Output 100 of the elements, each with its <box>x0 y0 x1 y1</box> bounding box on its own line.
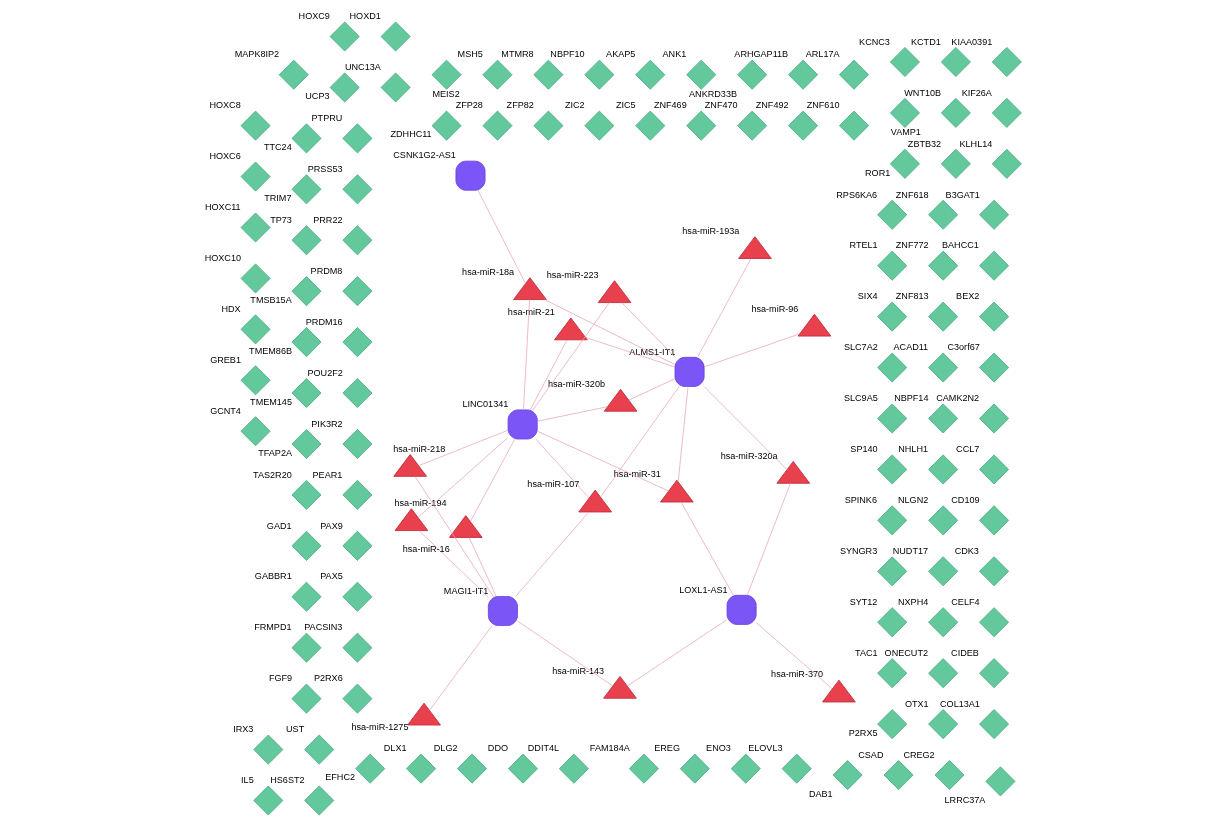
node-label: ZFP28 <box>455 100 483 111</box>
node-label: RPS6KA6 <box>836 189 878 200</box>
node-label: ZIC5 <box>615 100 636 111</box>
connector <box>600 386 680 498</box>
node-diamond <box>686 110 717 141</box>
connector <box>537 406 608 422</box>
node-label: ANK1 <box>662 49 687 60</box>
connector <box>523 299 530 411</box>
node-diamond <box>928 607 959 638</box>
node-label: NLGN2 <box>897 495 929 506</box>
node-diamond <box>431 59 462 90</box>
node-diamond <box>584 59 615 90</box>
node-diamond <box>979 556 1010 587</box>
connector <box>470 438 516 522</box>
node-label: DLG2 <box>433 743 458 754</box>
node-label: EREG <box>654 743 680 754</box>
node-diamond <box>329 72 360 103</box>
node-label: SP140 <box>850 444 878 455</box>
node-diamond <box>342 378 373 409</box>
node-label: hsa-miR-320b <box>547 378 605 389</box>
node-diamond <box>928 301 959 332</box>
node-label: ZIC2 <box>564 100 585 111</box>
node-label: TAC1 <box>855 647 878 658</box>
node-diamond <box>406 753 437 784</box>
node-diamond <box>291 174 322 205</box>
node-label: CD109 <box>951 495 980 506</box>
node-diamond <box>679 753 710 784</box>
node-diamond <box>839 110 870 141</box>
node-label: ZNF772 <box>895 240 929 251</box>
node-diamond <box>628 753 659 784</box>
node-diamond <box>342 276 373 307</box>
node-label: ZNF470 <box>704 100 738 111</box>
node-diamond <box>342 123 373 154</box>
connector <box>532 302 610 411</box>
node-diamond <box>940 46 971 77</box>
node-diamond <box>291 632 322 663</box>
node-label: GABBR1 <box>254 571 292 582</box>
node-label: HOXC10 <box>204 253 241 264</box>
node-diamond <box>979 352 1010 383</box>
connector <box>621 302 676 358</box>
connector <box>418 530 489 598</box>
node-diamond <box>355 753 386 784</box>
node-label: hsa-miR-107 <box>527 479 580 490</box>
node-label: POU2F2 <box>307 367 343 378</box>
node-label: KCTD1 <box>910 36 941 47</box>
node-diamond <box>877 199 908 230</box>
node-label: B3GAT1 <box>945 189 980 200</box>
node-diamond <box>979 505 1010 536</box>
node-label: SYT12 <box>849 596 878 607</box>
node-label: hsa-miR-370 <box>771 669 824 680</box>
node-diamond <box>928 352 959 383</box>
node-label: MEIS2 <box>432 88 460 99</box>
node-diamond <box>877 658 908 689</box>
node-label: TMEM86B <box>249 345 293 356</box>
node-label: SYNGR3 <box>839 546 878 557</box>
connector <box>468 537 497 597</box>
connector <box>628 378 676 401</box>
node-label: CSAD <box>858 749 884 760</box>
node-diamond <box>342 428 373 459</box>
node-label: ZDHHC11 <box>390 129 432 140</box>
node-label: MTMR8 <box>501 49 534 60</box>
node-diamond <box>877 250 908 281</box>
node-label: PEAR1 <box>312 469 343 480</box>
node-label: FRMPD1 <box>254 622 292 633</box>
connector <box>544 299 676 365</box>
node-label: RTEL1 <box>849 240 878 251</box>
node-label: COL13A1 <box>940 698 980 709</box>
connector <box>515 511 590 597</box>
node-label: BAHCC1 <box>942 240 979 251</box>
node-label: ONECUT2 <box>884 647 929 658</box>
connector <box>677 386 689 483</box>
node-label: PRDM8 <box>310 265 343 276</box>
node-diamond <box>928 556 959 587</box>
node-label: IRX3 <box>233 724 254 735</box>
node-diamond <box>686 59 717 90</box>
node-diamond <box>979 301 1010 332</box>
node-label: HOXC9 <box>298 11 330 22</box>
node-diamond <box>482 110 513 141</box>
node-label: NUDT17 <box>892 546 929 557</box>
node-diamond <box>877 709 908 740</box>
node-label: AKAP5 <box>606 49 636 60</box>
node-diamond <box>635 59 666 90</box>
connector <box>418 429 509 466</box>
node-label: ZNF610 <box>806 100 840 111</box>
node-diamond <box>979 709 1010 740</box>
node-diamond <box>342 581 373 612</box>
node-label: hsa-miR-193a <box>682 225 740 236</box>
node-diamond <box>253 785 284 816</box>
node-label: PIK3R2 <box>311 418 343 429</box>
node-label: DDIT4L <box>527 743 560 754</box>
node-label: TP73 <box>270 214 292 225</box>
connector <box>704 386 788 470</box>
node-diamond <box>558 753 589 784</box>
node-label: MAGI1-IT1 <box>443 585 489 596</box>
connector <box>585 337 676 368</box>
node-label: CAMK2N2 <box>936 393 980 404</box>
node-diamond <box>380 72 411 103</box>
node-diamond <box>839 59 870 90</box>
node-diamond <box>979 658 1010 689</box>
node-diamond <box>979 199 1010 230</box>
